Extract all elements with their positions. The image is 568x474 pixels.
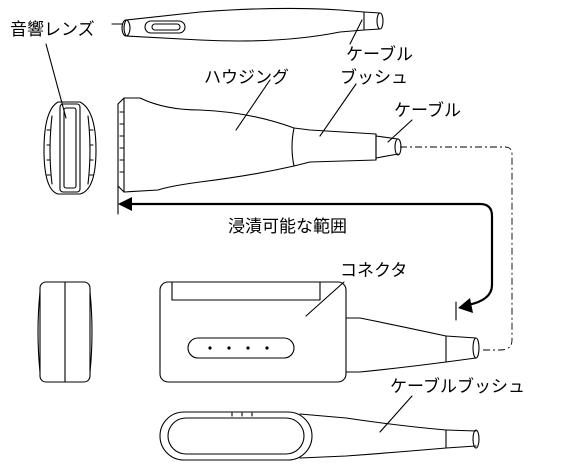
- cable-mid-label: ケーブル: [394, 100, 461, 121]
- cable-dashed-line: [400, 146, 513, 351]
- connector-side-view: [159, 281, 480, 383]
- housing-label: ハウジング: [204, 68, 289, 88]
- bush-label: ブッシュ: [340, 67, 408, 88]
- cable-bush-label: ケーブルブッシュ: [390, 376, 525, 397]
- lens-front-view: [43, 101, 97, 195]
- cable-top-label: ケーブル: [346, 44, 413, 65]
- leader-lines: [45, 19, 413, 433]
- connector-end-view: [37, 281, 93, 383]
- immersion-range-arrows: [117, 185, 494, 321]
- probe-top-view: [121, 7, 384, 42]
- connector-top-view: [159, 411, 480, 461]
- immersion-range-label: 浸漬可能な範囲: [228, 217, 347, 237]
- probe-side-view: [117, 97, 402, 193]
- acoustic-lens-label: 音響レンズ: [10, 20, 95, 40]
- connector-label: コネクタ: [340, 261, 407, 281]
